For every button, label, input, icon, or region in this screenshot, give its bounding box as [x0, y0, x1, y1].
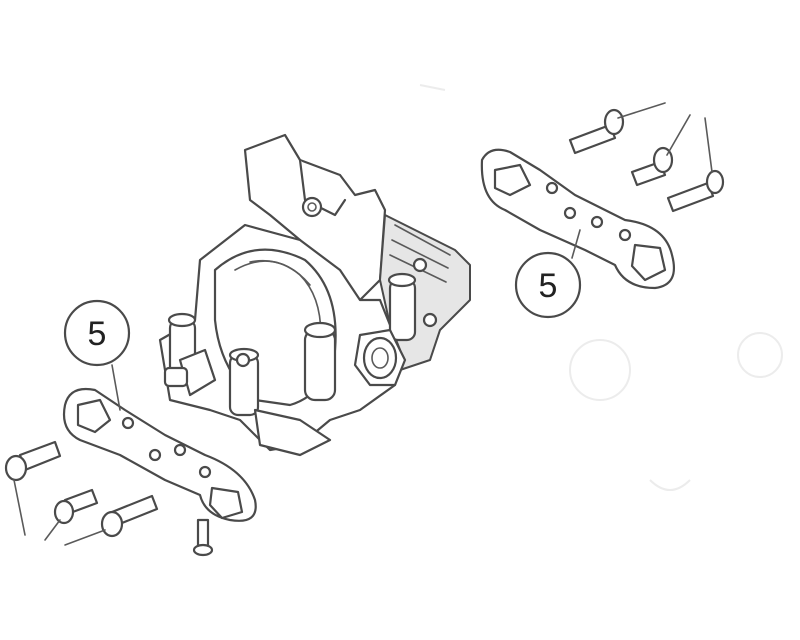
upper-screw-1	[568, 108, 625, 155]
lower-screw-1	[4, 440, 62, 482]
background-ghost-marks	[419, 84, 783, 491]
lower-screw-3	[100, 494, 159, 538]
callout-upper: 5	[514, 229, 582, 319]
gearbox-housing	[158, 133, 471, 457]
lower-screw-leader-lines	[13, 479, 106, 546]
lower-screw-4	[192, 518, 214, 557]
callout-upper-label: 5	[539, 267, 558, 305]
upper-brace-plate	[480, 148, 676, 290]
callout-lower: 5	[63, 299, 131, 411]
upper-screw-3	[666, 169, 725, 213]
callout-lower-label: 5	[88, 315, 107, 353]
lower-screw-2	[53, 488, 99, 525]
upper-screw-2	[630, 146, 674, 187]
lower-brace-plate	[62, 387, 257, 522]
upper-screw-leader-lines	[617, 102, 713, 173]
